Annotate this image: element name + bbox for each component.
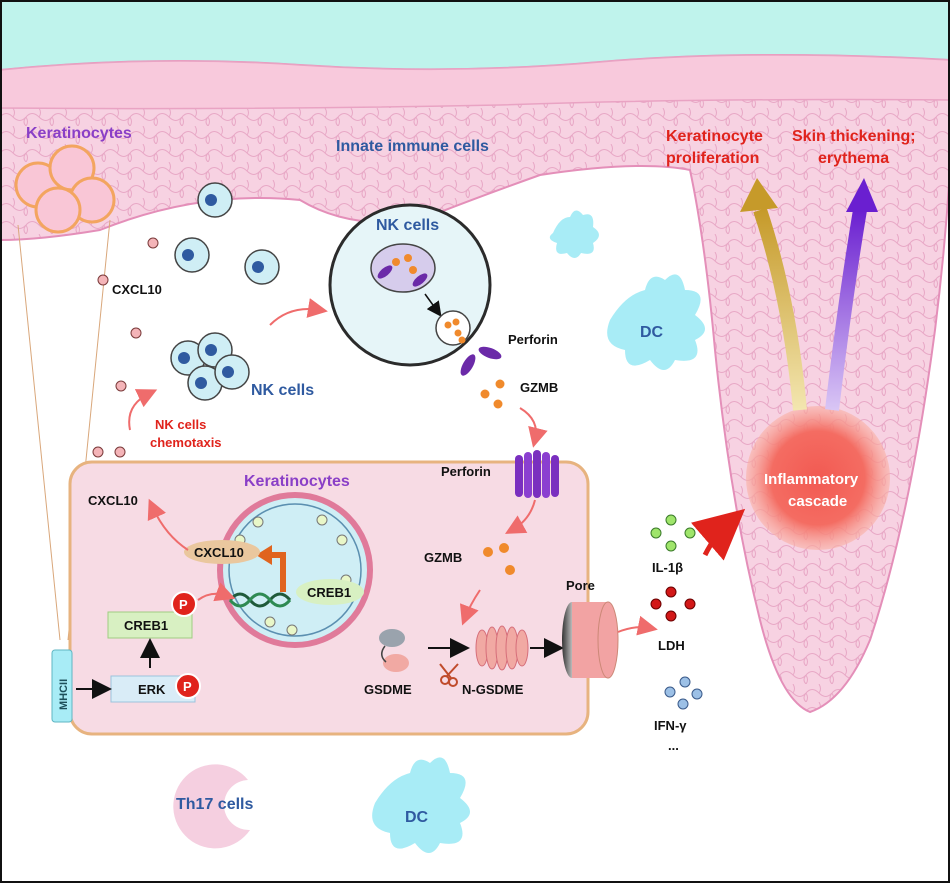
phospho-erk-label: P (183, 679, 192, 694)
cxcl10-nucleus-label: CXCL10 (194, 545, 244, 560)
nk-cells-cluster-label: NK cells (251, 382, 314, 399)
innate-immune-cells-label: Innate immune cells (336, 138, 489, 155)
cornified-layer (0, 54, 950, 110)
perforin-top-label: Perforin (508, 332, 558, 347)
released-granules (444, 318, 466, 344)
dendritic-cell-lower (372, 757, 470, 853)
transcription-arrowhead (256, 545, 272, 565)
nk-granule-vesicle (370, 243, 436, 293)
ifng-label: IFN-γ (654, 718, 687, 733)
perforin-pore-complex (515, 450, 559, 498)
dendritic-cell-small (549, 210, 599, 258)
gzmb-to-ngsdme-arrow (459, 589, 481, 626)
nucleus-inner (228, 503, 362, 637)
gzmb-inside (483, 543, 515, 575)
scissors-icon (439, 663, 459, 687)
il1b-label: IL-1β (652, 560, 683, 575)
creb1-box-label: CREB1 (124, 618, 168, 633)
zoom-line-left (17, 224, 61, 641)
th17-cell (173, 764, 250, 849)
skin-thickening-line2: erythema (818, 150, 889, 167)
creb1-box (107, 611, 193, 639)
cxcl10-nucleus-bubble (184, 540, 260, 564)
gzmb-released (480, 379, 505, 409)
th17-label: Th17 cells (176, 796, 253, 813)
n-gsdme-label: N-GSDME (462, 682, 524, 697)
proliferation-arrowhead (740, 178, 778, 212)
nk-to-nk-arrow (269, 298, 328, 326)
creb1-to-nucleus-arrow (197, 582, 236, 602)
cytokine-to-inflammation-arrow (690, 508, 746, 561)
nk-chemotaxis-line1: NK cells (155, 417, 206, 432)
nk-cells-inner-label: NK cells (376, 217, 439, 234)
ldh-dots (650, 586, 696, 622)
phospho-erk (175, 673, 201, 699)
pore-release-arrow (617, 615, 658, 636)
erk-label: ERK (138, 682, 166, 697)
keratinocytes-box-label: Keratinocytes (244, 473, 350, 490)
gsdme-protein (379, 629, 409, 672)
ifng-dots (664, 676, 703, 710)
perforin-released (460, 346, 502, 376)
cxcl10-left-label: CXCL10 (88, 493, 138, 508)
dna-helix (228, 592, 292, 608)
nk-release-vesicle (435, 310, 471, 346)
keratinocytes-top-label: Keratinocytes (26, 125, 132, 142)
inflammatory-cascade-line1: Inflammatory (764, 471, 859, 488)
inflammatory-cascade-line2: cascade (788, 493, 847, 510)
thickening-arrowhead (846, 178, 878, 212)
keratinocyte-proliferation-line2: proliferation (666, 150, 759, 167)
cxcl10-top-label: CXCL10 (112, 282, 162, 297)
gsdme-label: GSDME (364, 682, 412, 697)
nk-granules (377, 254, 428, 287)
proliferation-arrow (753, 207, 807, 411)
creb1-nucleus-bubble (296, 579, 364, 605)
mhcii-label: MHCII (58, 679, 70, 710)
thickening-arrow (825, 208, 867, 411)
n-gsdme-oligomer (475, 625, 529, 671)
dc-upper-label: DC (640, 324, 664, 341)
gsdme-pore (562, 601, 619, 679)
gzmb-mid-label: GZMB (424, 550, 462, 565)
ellipsis-label: ... (668, 738, 679, 753)
cxcl10-export-arrow (147, 498, 189, 551)
keratinocyte-cluster (14, 144, 116, 234)
dna-helix-2 (228, 592, 292, 608)
chemotaxis-arrow (128, 389, 158, 431)
nk-chemotaxis-line2: chemotaxis (150, 435, 222, 450)
creb1-nucleus-label: CREB1 (307, 585, 351, 600)
pore-label: Pore (566, 578, 595, 593)
perforin-to-gzmb-arrow (505, 499, 536, 534)
dendritic-cell-upper (607, 274, 705, 370)
ldh-label: LDH (658, 638, 685, 653)
nk-vesicle-arrow (424, 293, 442, 317)
phospho-creb1 (171, 591, 197, 617)
keratinocyte-proliferation-line1: Keratinocyte (666, 128, 763, 145)
phospho-creb1-label: P (179, 597, 188, 612)
gzmb-top-label: GZMB (520, 380, 558, 395)
nk-cell-nuclei (178, 194, 264, 389)
mhcii-receptor (51, 649, 73, 723)
inflammatory-cascade-sphere (746, 406, 890, 550)
skin-thickening-line1: Skin thickening; (792, 128, 916, 145)
gzmb-to-perforin-arrow (519, 407, 548, 448)
perforin-mid-label: Perforin (441, 464, 491, 479)
dc-lower-label: DC (405, 809, 429, 826)
